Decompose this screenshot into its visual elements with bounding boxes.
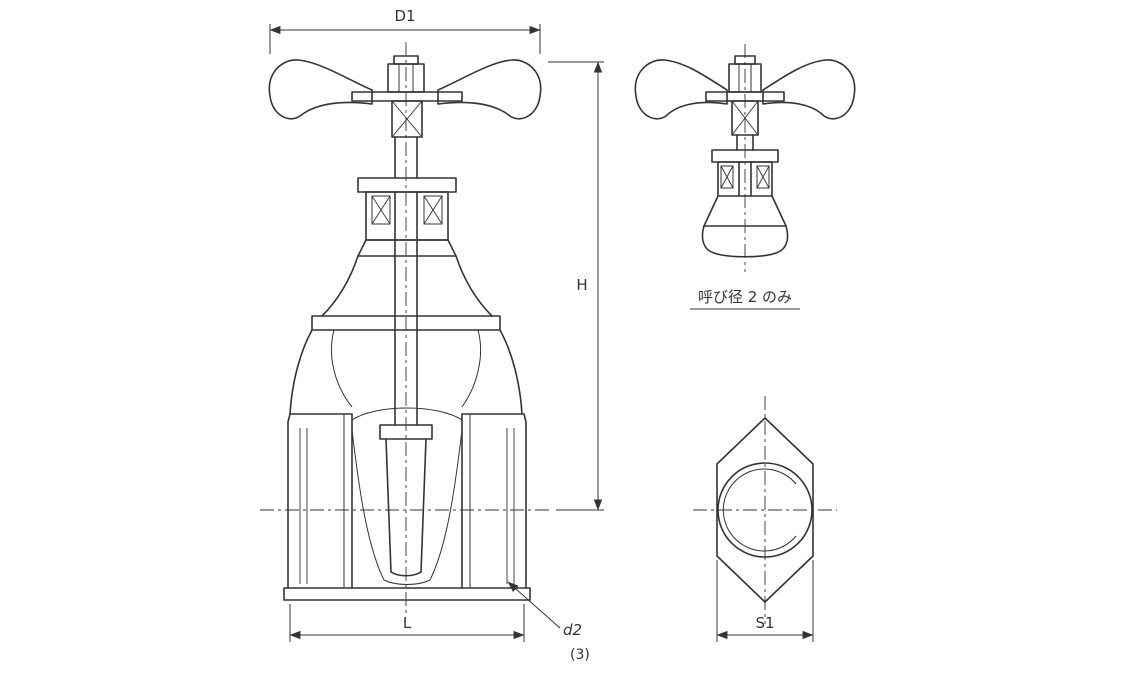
handwheel <box>268 55 542 138</box>
hex-end <box>716 417 814 603</box>
dimension-h: H <box>548 61 604 511</box>
dim-label-d2-note: (3) <box>570 647 590 663</box>
side-view: 呼び径 2 のみ <box>634 44 856 310</box>
dim-label-l: L <box>403 614 412 632</box>
dim-label-d2: d2 <box>563 621 582 639</box>
dim-label-s1: S1 <box>755 614 774 632</box>
leader-d2: d2 (3) <box>507 581 590 663</box>
bonnet <box>311 239 501 331</box>
end-view: S1 <box>693 396 837 642</box>
dim-label-d1: D1 <box>394 7 415 25</box>
wedge-disc <box>379 424 433 577</box>
dim-label-h: H <box>576 276 587 294</box>
side-stem-gland <box>711 134 779 197</box>
size-note: 呼び径 2 のみ <box>690 288 800 310</box>
stem <box>394 136 418 426</box>
valve-body <box>283 329 531 601</box>
side-handwheel <box>634 55 856 136</box>
side-bonnet <box>701 195 789 258</box>
size-note-text: 呼び径 2 のみ <box>698 288 792 306</box>
front-view: D1 H L d2 (3) <box>260 7 604 663</box>
dimension-s1: S1 <box>716 560 814 642</box>
dimension-d1: D1 <box>269 7 541 54</box>
gland-packing <box>357 177 457 241</box>
dimension-l: L <box>289 604 525 642</box>
